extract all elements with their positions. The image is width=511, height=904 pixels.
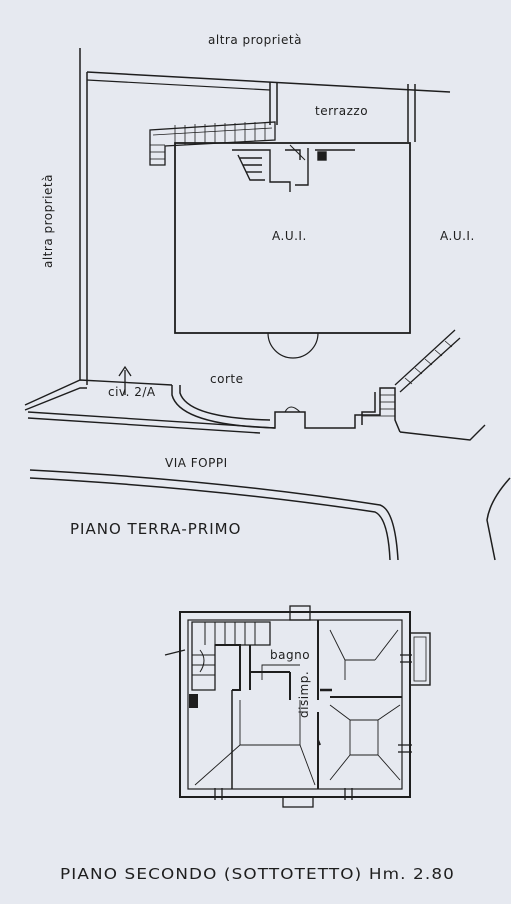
label-top-neighbor: altra proprietà	[208, 33, 302, 47]
bay-semicircle	[267, 332, 319, 359]
exterior-staircase	[149, 121, 276, 166]
attic-windows	[214, 605, 412, 808]
street-front-line	[24, 379, 511, 561]
top-boundary-wall	[86, 71, 451, 142]
label-terrace: terrazzo	[315, 104, 368, 118]
label-landing: disimp.	[297, 671, 311, 718]
attic-ceiling-lines	[194, 629, 401, 786]
label-courtyard: corte	[210, 372, 243, 386]
attic-partitions	[189, 620, 402, 789]
label-right-unit: A.U.I.	[440, 229, 475, 243]
label-street: VIA FOPPI	[165, 456, 228, 470]
second-floor-title: PIANO SECONDO (SOTTOTETTO) Hm. 2.80	[60, 865, 455, 883]
attic-side-balcony	[409, 632, 431, 686]
label-main-unit: A.U.I.	[272, 229, 307, 243]
left-boundary-wall	[79, 48, 88, 385]
second-floor-plan: bagno disimp. PIANO SECONDO (SOTTOTETTO)…	[60, 605, 455, 883]
main-building-outline	[174, 142, 411, 334]
entrance-arrow-icon	[118, 365, 132, 395]
ground-floor-plan: altra proprietà altra proprietà terrazzo…	[24, 33, 511, 561]
interior-stair-detail	[232, 144, 355, 192]
ground-floor-title: PIANO TERRA-PRIMO	[70, 520, 241, 538]
label-left-neighbor: altra proprietà	[41, 174, 55, 268]
label-bathroom: bagno	[270, 648, 310, 662]
courtyard-wall	[171, 329, 461, 433]
label-civic-number: civ. 2/A	[108, 385, 156, 399]
